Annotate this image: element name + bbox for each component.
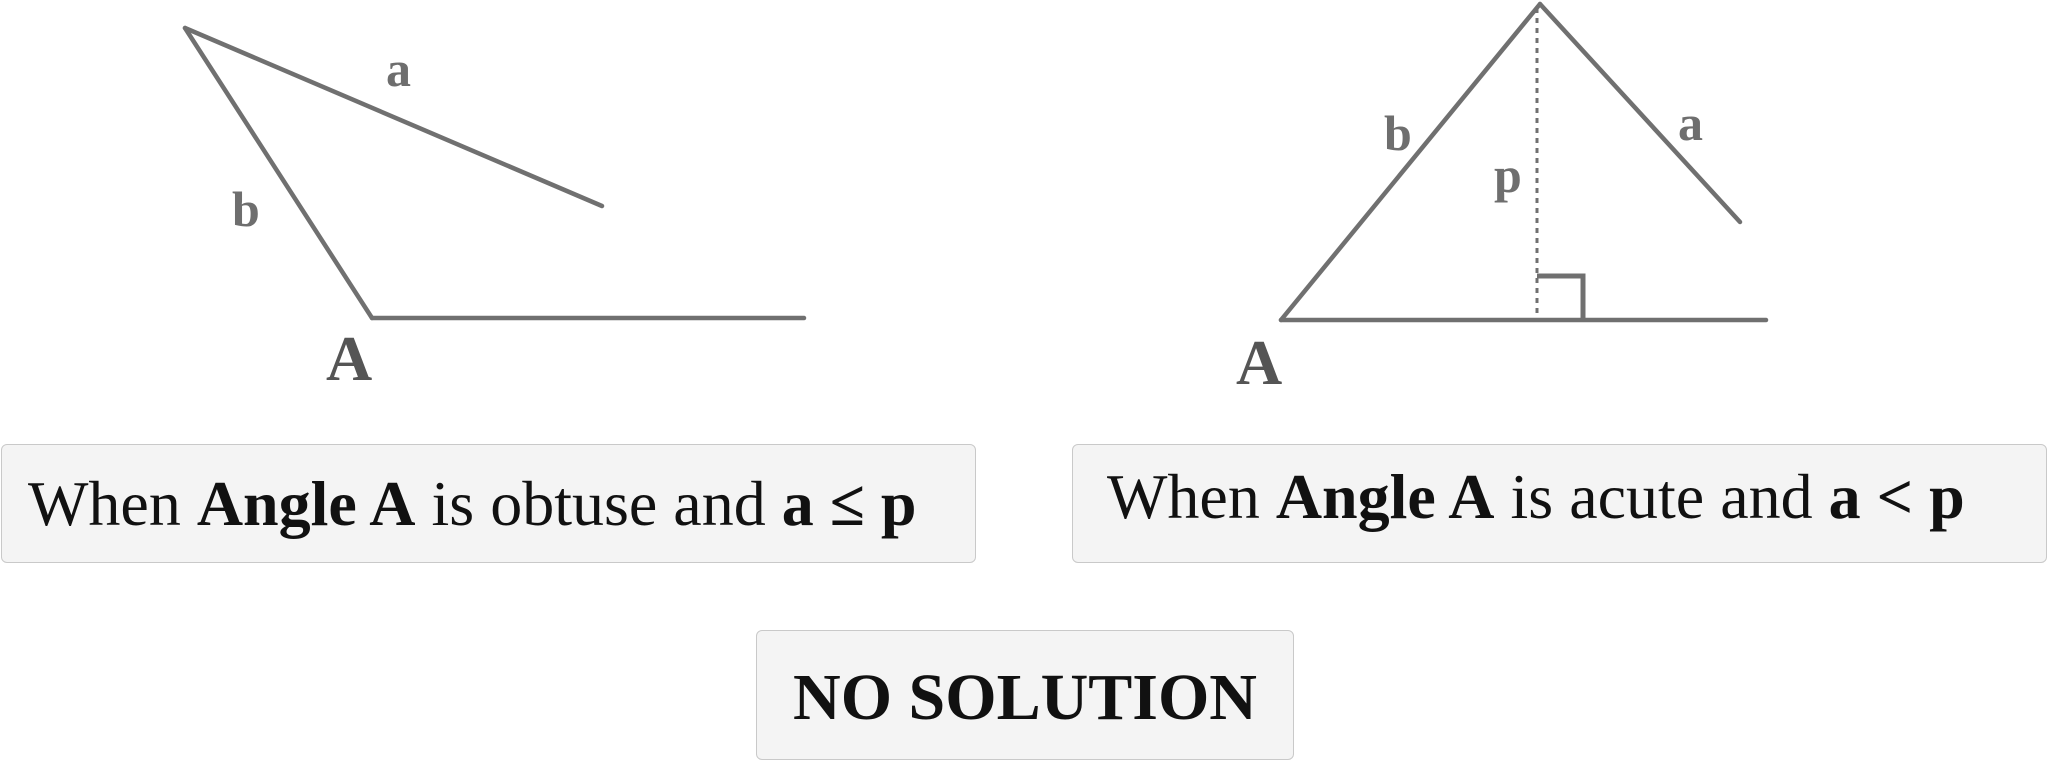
caption-condition: a ≤ p	[781, 467, 917, 539]
obtuse-side-a-line	[182, 25, 605, 209]
acute-side-b-label: b	[1384, 105, 1412, 161]
acute-side-b-line	[1278, 1, 1543, 323]
no-solution-label: NO SOLUTION	[756, 630, 1294, 760]
acute-case-caption: When Angle A is acute and a < p	[1072, 444, 2047, 563]
acute-side-a-label: a	[1678, 95, 1703, 151]
acute-case-figure: b a p A	[1236, 1, 1769, 398]
caption-prefix: When	[1107, 460, 1276, 532]
obtuse-vertex-label: A	[326, 323, 372, 394]
caption-angle: Angle A	[196, 467, 416, 539]
caption-prefix: When	[28, 467, 197, 539]
obtuse-side-b-label: b	[232, 181, 260, 237]
obtuse-case-figure: a b A	[182, 25, 807, 394]
acute-vertex-label: A	[1236, 327, 1282, 398]
caption-condition: a < p	[1828, 460, 1965, 532]
caption-middle: is obtuse and	[415, 467, 782, 539]
obtuse-side-a-label: a	[386, 41, 411, 97]
obtuse-case-caption: When Angle A is obtuse and a ≤ p	[1, 444, 976, 563]
altitude-p-label: p	[1494, 147, 1522, 203]
caption-angle: Angle A	[1275, 460, 1495, 532]
result-text: NO SOLUTION	[793, 661, 1257, 734]
right-angle-marker	[1537, 273, 1586, 320]
caption-middle: is acute and	[1494, 460, 1829, 532]
obtuse-side-b-line	[182, 25, 375, 321]
acute-side-a-line	[1537, 1, 1743, 225]
